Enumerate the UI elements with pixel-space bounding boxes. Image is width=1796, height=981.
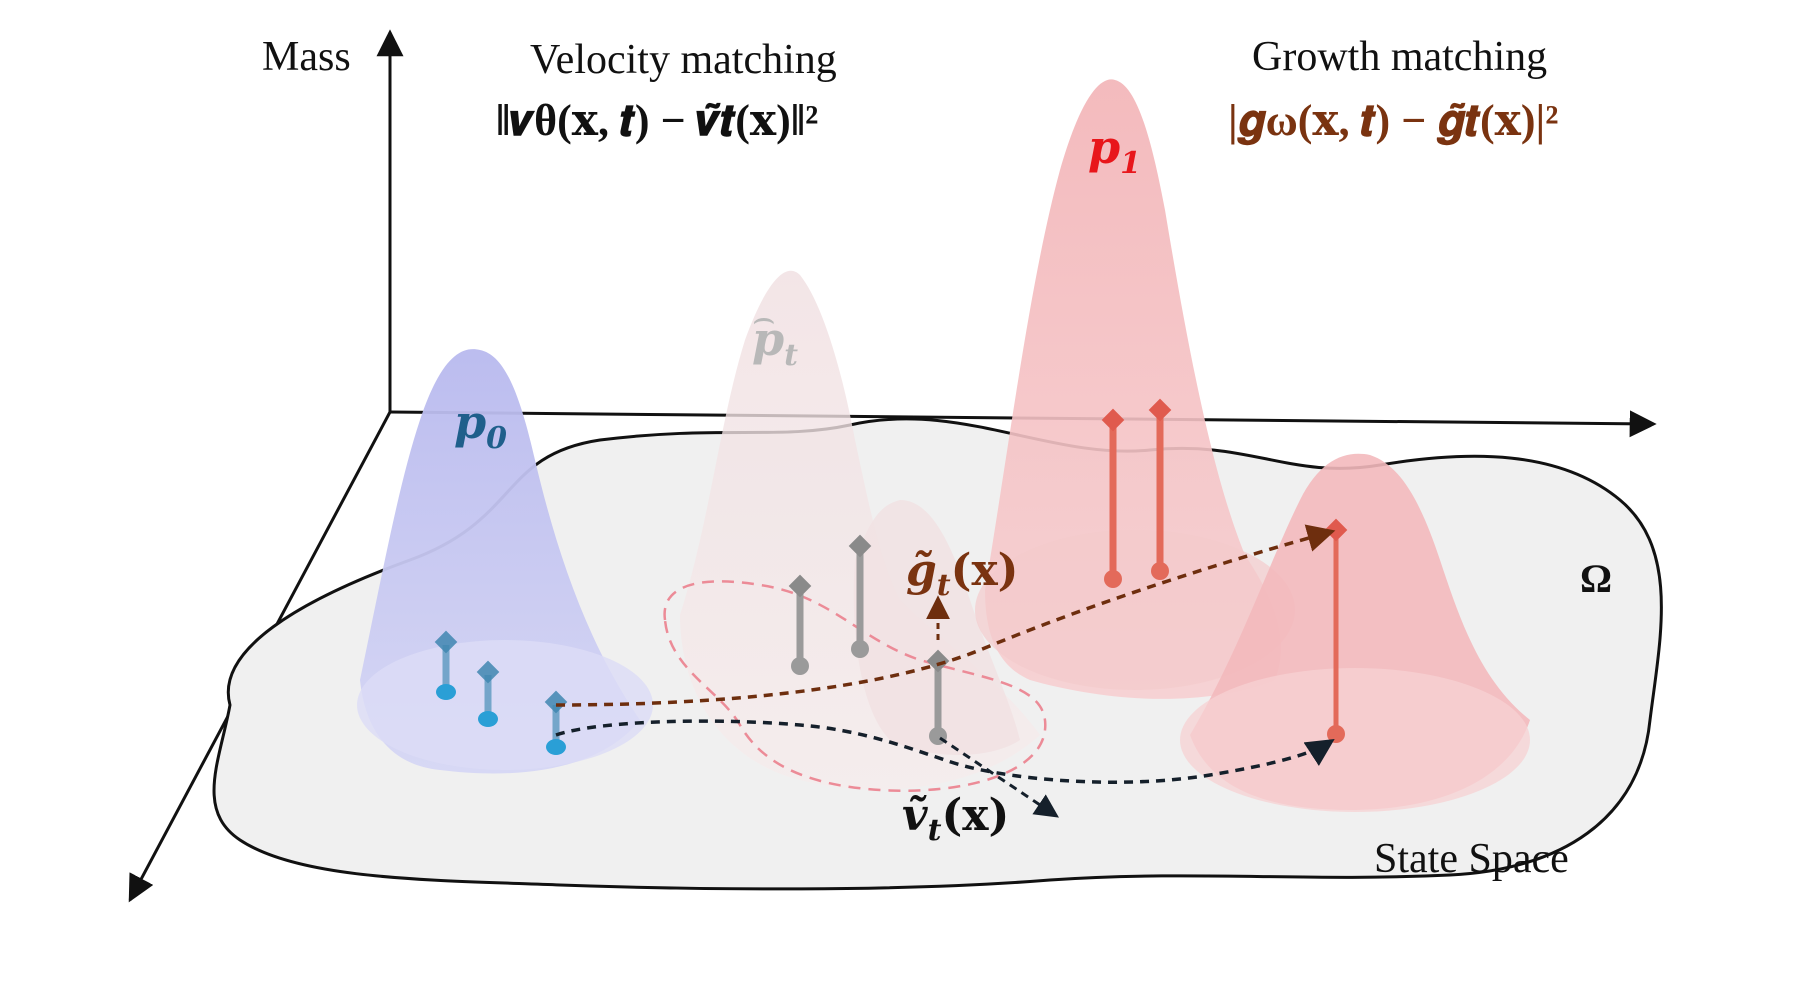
p1-second-base	[1180, 668, 1530, 812]
p1-main-base	[975, 530, 1295, 690]
growth-title: Growth matching	[1252, 34, 1547, 80]
g-tilde-label: g̃t(x)	[906, 545, 1019, 603]
growth-trajectory	[555, 524, 1336, 707]
p0-distribution: p0	[357, 349, 653, 774]
gray-marker	[788, 574, 812, 675]
p1-distribution: p1	[975, 79, 1530, 812]
gray-marker	[926, 649, 950, 745]
blue-marker	[434, 630, 458, 700]
pt-markers	[788, 534, 950, 745]
pt-label: pt	[752, 312, 798, 373]
red-marker	[1148, 398, 1172, 580]
v-tilde-label: ṽt(x)	[902, 790, 1009, 848]
velocity-trajectory	[555, 719, 1335, 784]
red-marker	[1101, 408, 1125, 588]
velocity-formula: ‖𝒗θ(𝐱, 𝒕) − 𝒗̃𝒕(𝐱)‖²	[496, 96, 818, 145]
p0-markers	[434, 630, 568, 755]
velocity-tangent-arrow	[939, 736, 1059, 818]
red-marker	[1324, 518, 1348, 743]
p1-markers	[1101, 398, 1348, 743]
pt-hat-accent: ⌢	[752, 298, 776, 338]
trajectories	[555, 524, 1336, 818]
p0-label: p0	[454, 395, 507, 456]
state-space-label: State Space	[1374, 836, 1569, 882]
blue-marker	[476, 660, 500, 727]
p1-label: p1	[1088, 120, 1141, 181]
growth-formula: |𝒈ω(𝐱, 𝒕) − 𝒈̃𝒕(𝐱)|²	[1228, 96, 1558, 146]
velocity-title: Velocity matching	[530, 37, 837, 83]
gray-marker	[848, 534, 872, 658]
y-axis-label: Mass	[262, 34, 351, 80]
blue-marker	[544, 690, 568, 755]
p0-base	[357, 640, 653, 770]
pt-dashed-outline	[663, 580, 1047, 792]
omega-label: Ω	[1580, 556, 1612, 601]
